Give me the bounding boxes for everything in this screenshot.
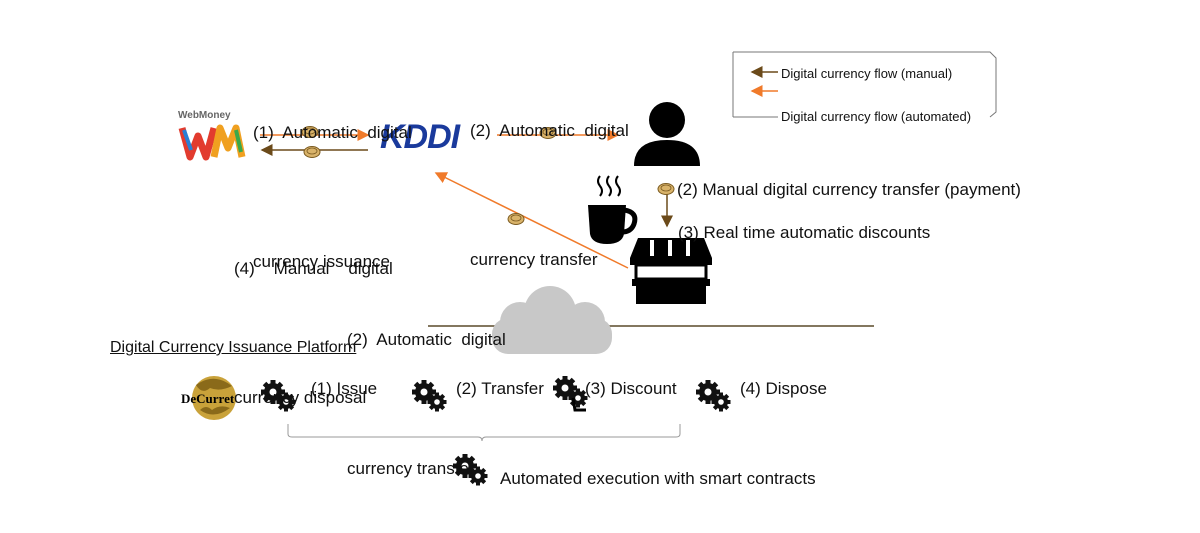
step-discount: (3) Discount xyxy=(585,379,677,398)
diagram-canvas: WebMoney KDDI xyxy=(178,51,997,486)
automated-flow-arrow xyxy=(434,172,629,269)
label-automatic-issuance: (1) Automatic digital currency issuance xyxy=(253,123,412,271)
automated-execution-label: Automated execution with smart contracts xyxy=(500,469,816,488)
cloud-icon xyxy=(492,286,612,354)
legend-manual-label: Digital currency flow (manual) xyxy=(781,66,953,81)
label-manual-payment: (2) Manual digital currency transfer (pa… xyxy=(677,180,1021,199)
label-manual-disposal: (4) Manual digital currency disposal xyxy=(234,259,393,407)
label-automatic-transfer-top: (2) Automatic digital currency transfer xyxy=(470,121,629,269)
step-dispose: (4) Dispose xyxy=(740,379,827,398)
legend-automated-label: Digital currency flow (automated) xyxy=(781,109,972,124)
person-icon xyxy=(634,102,700,166)
label-automatic-transfer-bottom: (2) Automatic digital currency transfer xyxy=(347,330,506,478)
svg-text:KDDI: KDDI xyxy=(380,118,462,156)
step-transfer: (2) Transfer xyxy=(456,379,544,398)
discount-gears-icon xyxy=(553,376,588,412)
platform-title: Digital Currency Issuance Platform xyxy=(110,339,357,356)
svg-text:WebMoney: WebMoney xyxy=(178,110,231,121)
svg-text:DeCurret: DeCurret xyxy=(181,391,235,406)
shop-icon xyxy=(630,238,712,304)
coin-icon xyxy=(657,183,675,195)
bracket xyxy=(287,424,681,442)
coffee-cup-icon xyxy=(588,175,638,244)
label-realtime-discounts: (3) Real time automatic discounts xyxy=(678,223,931,242)
decurret-logo: DeCurret xyxy=(181,376,236,420)
webmoney-logo: WebMoney xyxy=(178,110,246,161)
legend xyxy=(732,51,997,118)
kddi-logo: KDDI xyxy=(380,118,463,156)
step-issue: (1) Issue xyxy=(311,379,378,398)
gears-icon xyxy=(696,380,731,412)
